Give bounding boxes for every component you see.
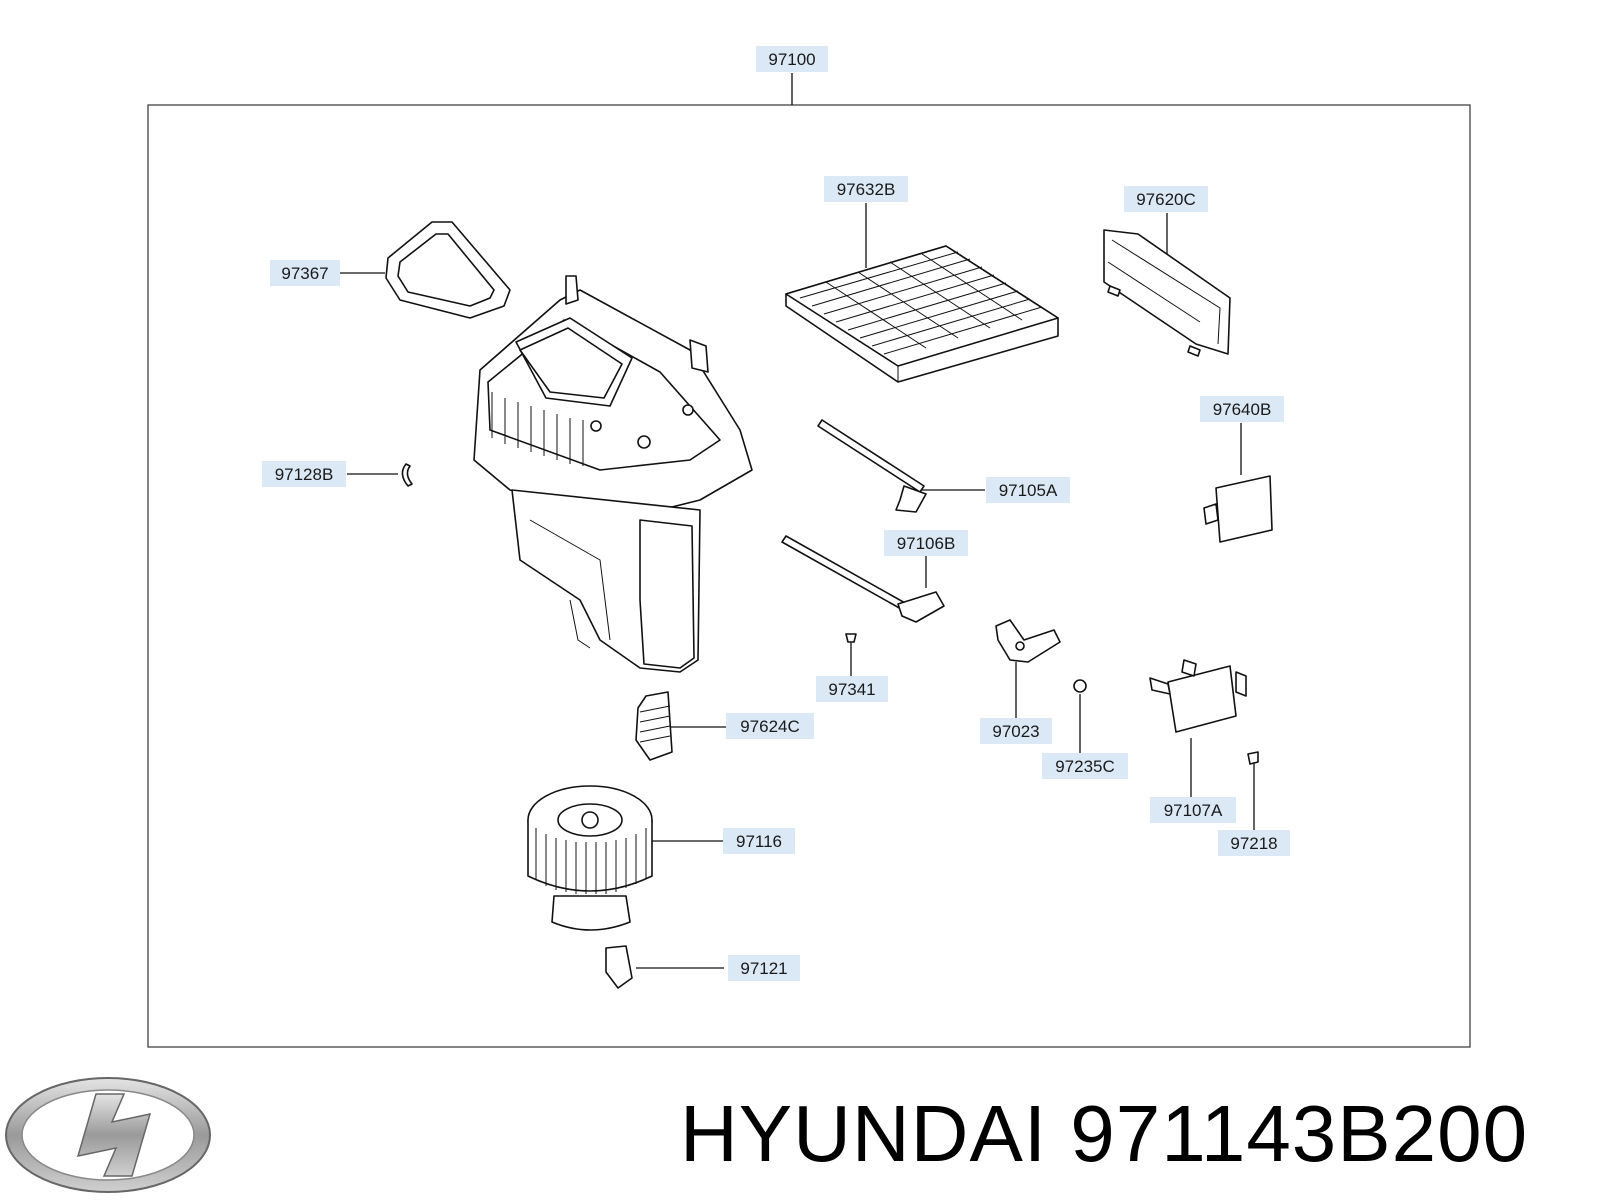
svg-text:97367: 97367 (281, 264, 328, 283)
footer-caption: HYUNDAI 971143B200 (680, 1088, 1528, 1180)
svg-text:97100: 97100 (768, 50, 815, 69)
nut-97235C-drawing (1073, 679, 1087, 693)
actuator-97107A-drawing (1149, 659, 1247, 733)
label-97105A: 97105A (986, 477, 1070, 503)
svg-text:97105A: 97105A (999, 481, 1058, 500)
svg-text:97023: 97023 (992, 722, 1039, 741)
label-97023: 97023 (980, 718, 1052, 744)
svg-text:97121: 97121 (740, 959, 787, 978)
svg-text:97620C: 97620C (1136, 190, 1196, 209)
blower-case-drawing (473, 275, 753, 673)
label-97632B: 97632B (824, 176, 908, 202)
screw-97341-drawing (845, 633, 857, 648)
connector-97121-drawing (605, 945, 633, 989)
sensor-97640B-drawing (1203, 475, 1273, 543)
hyundai-logo-icon (5, 1077, 211, 1193)
part-number: 971143B200 (1070, 1089, 1529, 1178)
label-97367: 97367 (270, 260, 340, 286)
svg-text:97218: 97218 (1230, 834, 1277, 853)
label-97107A: 97107A (1150, 797, 1236, 823)
svg-text:97116: 97116 (736, 832, 782, 851)
label-97620C: 97620C (1124, 186, 1208, 212)
label-97624C: 97624C (726, 713, 814, 739)
filter-cover-97620C-drawing (1103, 229, 1231, 357)
cabin-filter-97632B-drawing (785, 245, 1059, 383)
label-97218: 97218 (1218, 830, 1290, 856)
cable-97105A-drawing (817, 419, 927, 513)
diagram-frame (147, 104, 1471, 1048)
label-97116: 97116 (723, 828, 795, 854)
label-97235C: 97235C (1042, 753, 1128, 779)
label-97100: 97100 (756, 46, 828, 72)
svg-text:97235C: 97235C (1055, 757, 1115, 776)
gasket-97367-drawing (385, 221, 511, 319)
svg-text:97106B: 97106B (897, 534, 956, 553)
svg-text:97632B: 97632B (837, 180, 896, 199)
label-97341: 97341 (816, 676, 888, 702)
lever-97023-drawing (995, 619, 1061, 663)
clip-97128B-drawing (401, 463, 413, 487)
label-97121: 97121 (728, 955, 800, 981)
leader-lines (337, 73, 1255, 969)
label-97640B: 97640B (1200, 396, 1284, 422)
svg-text:97341: 97341 (828, 680, 875, 699)
svg-text:97640B: 97640B (1213, 400, 1272, 419)
brand-name: HYUNDAI (680, 1089, 1048, 1178)
screw-97218-drawing (1247, 751, 1259, 765)
svg-text:97624C: 97624C (740, 717, 800, 736)
svg-text:97107A: 97107A (1164, 801, 1223, 820)
resistor-97624C-drawing (635, 691, 673, 761)
cable-97106B-drawing (781, 535, 945, 623)
blower-motor-97116-drawing (527, 785, 653, 931)
label-97128B: 97128B (262, 461, 346, 487)
label-97106B: 97106B (884, 530, 968, 556)
svg-text:97128B: 97128B (275, 465, 334, 484)
